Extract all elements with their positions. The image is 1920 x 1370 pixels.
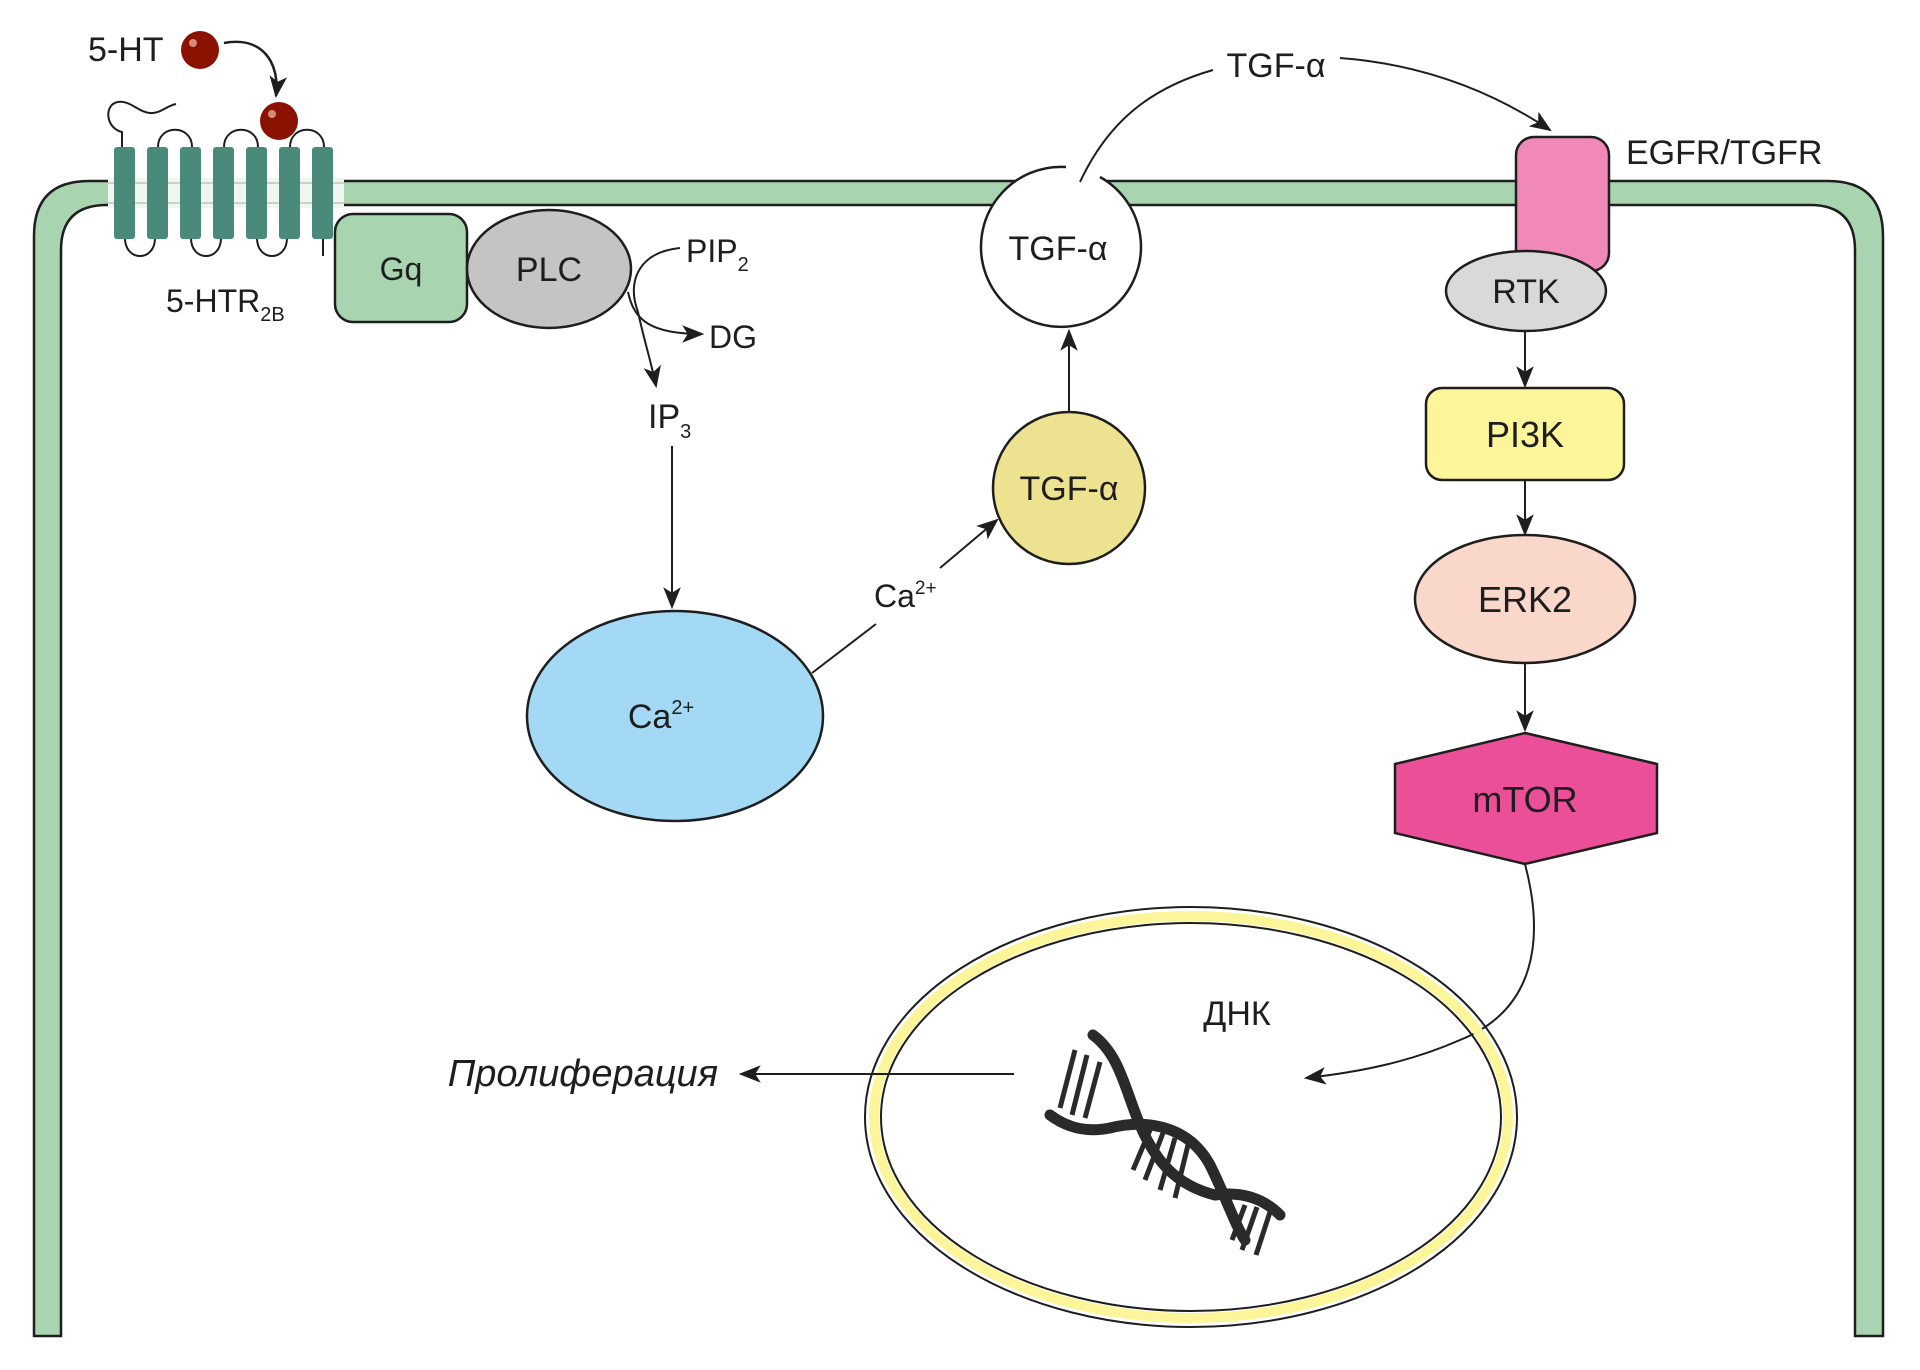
tgf-inner-label: TGF-α xyxy=(1020,470,1119,508)
mtor-to-dna-arrow xyxy=(1303,863,1535,1085)
mtor-node: mTOR xyxy=(1393,731,1659,866)
tgf-secretion-line xyxy=(1079,69,1214,183)
pi3k-node: PI3K xyxy=(1424,386,1626,482)
erk2-node: ERK2 xyxy=(1413,533,1637,665)
egfr-label: EGFR/TGFR xyxy=(1626,134,1822,172)
ca-release-line xyxy=(811,623,877,674)
5-htr2b-receptor xyxy=(107,100,333,257)
erk2-label: ERK2 xyxy=(1478,579,1572,620)
membrane-band xyxy=(32,179,1885,1338)
tgf-alpha-inner-vesicle: TGF-α xyxy=(991,410,1147,566)
gq-label: Gq xyxy=(380,251,423,287)
pip2-to-ip3-arrow xyxy=(632,247,681,389)
ligand-binding-arrow xyxy=(223,40,288,99)
dg-label: DG xyxy=(709,319,757,355)
tgf-to-egfr-arrow xyxy=(1339,57,1552,132)
tgf-vesicle-label: TGF-α xyxy=(1009,230,1108,268)
n-terminus xyxy=(107,100,177,147)
dna-helix-icon xyxy=(1044,1029,1286,1256)
proliferation-label: Пролиферация xyxy=(448,1053,718,1095)
nucleus xyxy=(864,906,1518,1328)
mtor-label: mTOR xyxy=(1472,779,1577,820)
ca-store: Ca2+ xyxy=(525,609,825,823)
receptor-label: 5-HTR2B xyxy=(166,283,285,326)
tgf-alpha-secretory-vesicle: TGF-α xyxy=(979,165,1143,329)
dna-label: ДНК xyxy=(1203,995,1271,1033)
pi3k-label: PI3K xyxy=(1486,414,1564,455)
pip2-label: PIP2 xyxy=(686,233,749,276)
ca-store-label: Ca2+ xyxy=(628,697,694,736)
plc-enzyme: PLC xyxy=(465,208,633,330)
plc-to-dg-arrow xyxy=(627,291,705,343)
ligand-label: 5-HT xyxy=(88,31,164,69)
serotonin-molecule-icon xyxy=(181,31,219,69)
rtk-label: RTK xyxy=(1492,273,1560,311)
ca-to-tgf-arrow xyxy=(939,518,999,569)
gq-protein: Gq xyxy=(333,212,469,324)
transmembrane-helices xyxy=(114,147,333,239)
tgf-secreted-label: TGF-α xyxy=(1227,47,1326,85)
ca-signal-label: Ca2+ xyxy=(874,578,937,614)
bound-serotonin-icon xyxy=(260,102,298,140)
rtk-domain: RTK xyxy=(1444,249,1608,333)
ip3-label: IP3 xyxy=(648,398,691,443)
plc-label: PLC xyxy=(516,251,582,289)
